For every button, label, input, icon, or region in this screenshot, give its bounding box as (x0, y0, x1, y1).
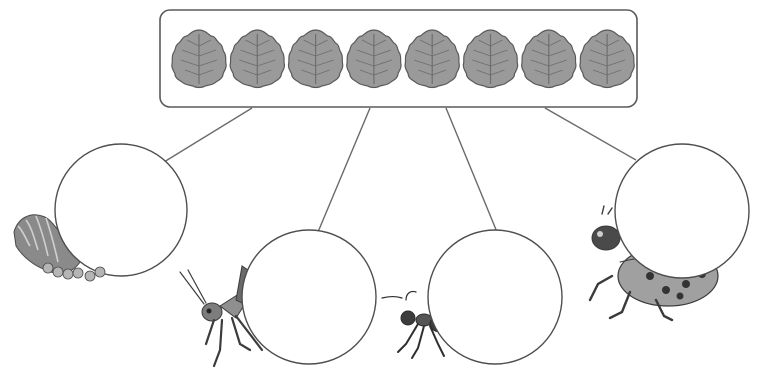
caterpillar-tail (94, 266, 106, 278)
answer-circles (54, 143, 750, 365)
connector-line-ladybug (544, 107, 637, 161)
circle-ant[interactable] (427, 229, 563, 365)
connector-line-caterpillar (163, 107, 253, 163)
circle-caterpillar[interactable] (54, 143, 188, 277)
connector-line-ant (445, 107, 498, 233)
connector-lines (163, 107, 637, 233)
caterpillar-icon (13, 214, 96, 282)
circle-grasshopper[interactable] (241, 229, 377, 365)
leaf-box (159, 9, 638, 108)
circle-ladybug[interactable] (614, 143, 750, 279)
connector-line-grasshopper (317, 107, 371, 233)
